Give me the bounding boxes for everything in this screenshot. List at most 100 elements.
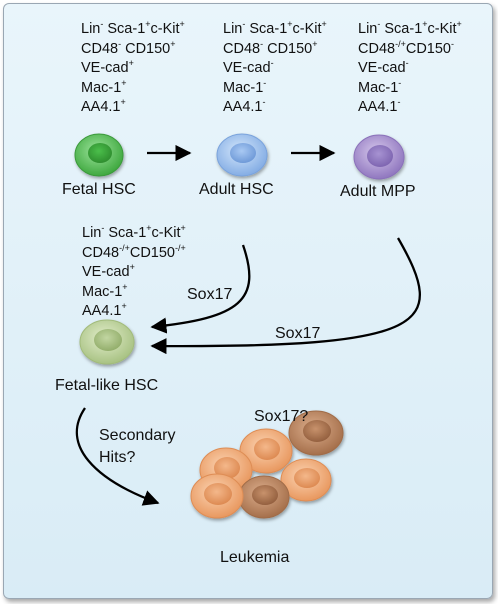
marker-text: Mac-1 <box>358 79 399 96</box>
marker-superscript: -/+ <box>174 242 186 253</box>
marker-superscript: + <box>287 19 293 29</box>
marker-superscript: - <box>262 97 266 107</box>
marker-line: VE-cad+ <box>82 263 186 283</box>
leukemia-label: Leukemia <box>220 549 290 566</box>
marker-line: Mac-1- <box>223 77 327 99</box>
marker-superscript: - <box>263 77 267 88</box>
secondary-hits-line1: Secondary <box>99 427 176 444</box>
marker-line: Mac-1+ <box>82 281 186 303</box>
marker-text: c-Kit <box>427 21 457 37</box>
marker-superscript: + <box>122 281 128 292</box>
marker-text: VE-cad <box>81 60 129 76</box>
marker-text: VE-cad <box>223 60 271 76</box>
marker-superscript: + <box>120 97 126 107</box>
marker-line: CD48-/+CD150-/+ <box>82 242 186 264</box>
marker-line: Lin- Sca-1+c-Kit+ <box>358 20 462 40</box>
marker-superscript: -/+ <box>119 242 130 253</box>
arrow-mpp-to-fetal-like <box>150 237 421 355</box>
fetal-like-hsc-label: Fetal-like HSC <box>55 377 159 394</box>
marker-line: VE-cad+ <box>81 59 185 79</box>
arrow-fetal-like-to-leukemia <box>75 407 160 506</box>
fetal-like-hsc-cell <box>79 319 135 365</box>
marker-superscript: - <box>270 58 274 68</box>
arrow-adult-hsc-to-fetal-like <box>150 244 251 334</box>
marker-text: Lin <box>223 21 243 37</box>
marker-superscript: + <box>129 262 135 272</box>
marker-superscript: - <box>405 58 409 68</box>
marker-superscript: + <box>312 38 318 49</box>
marker-superscript: + <box>170 38 176 49</box>
marker-text: AA4.1 <box>81 99 121 115</box>
marker-superscript: - <box>100 19 104 29</box>
marker-text: Sca-1 <box>245 21 288 37</box>
marker-superscript: + <box>180 223 186 233</box>
marker-text: Mac-1 <box>81 79 122 96</box>
marker-text: AA4.1 <box>358 99 398 115</box>
marker-text: VE-cad <box>358 60 406 76</box>
marker-text: Mac-1 <box>223 79 264 96</box>
marker-superscript: -/+ <box>395 38 406 49</box>
sox17-right-label: Sox17 <box>275 325 321 342</box>
sox17-left-label: Sox17 <box>187 286 233 303</box>
adult-mpp-label: Adult MPP <box>340 183 416 200</box>
marker-line: Mac-1- <box>358 78 462 99</box>
marker-superscript: - <box>118 38 122 49</box>
adult-mpp-markers: Lin- Sca-1+c-Kit+CD48-/+CD150-VE-cad-Mac… <box>358 20 462 118</box>
marker-text: CD48 <box>223 40 261 57</box>
fetal-hsc-label: Fetal HSC <box>62 181 136 198</box>
marker-superscript: + <box>321 19 327 29</box>
marker-superscript: + <box>146 223 152 233</box>
marker-line: VE-cad- <box>223 59 327 79</box>
marker-text: CD48 <box>358 40 396 57</box>
marker-text: c-Kit <box>292 21 322 37</box>
fetal-hsc-cell <box>74 133 124 177</box>
secondary-hits-line2: Hits? <box>99 449 136 466</box>
marker-text: CD48 <box>82 244 120 261</box>
marker-superscript: + <box>422 19 428 29</box>
fetal-hsc-markers: Lin- Sca-1+c-Kit+CD48- CD150+VE-cad+Mac-… <box>81 20 185 118</box>
marker-superscript: - <box>101 223 105 233</box>
marker-text: c-Kit <box>151 225 181 241</box>
adult-mpp-cell <box>353 134 405 180</box>
marker-line: CD48- CD150+ <box>223 38 327 60</box>
marker-text: Sca-1 <box>104 225 147 241</box>
marker-text: c-Kit <box>150 21 180 37</box>
marker-text: AA4.1 <box>82 303 122 319</box>
marker-line: AA4.1+ <box>81 98 185 118</box>
marker-superscript: + <box>145 19 151 29</box>
marker-text: CD150 <box>121 40 171 57</box>
marker-line: CD48-/+CD150- <box>358 38 462 60</box>
marker-text: CD150 <box>405 40 451 57</box>
fetal-like-hsc-markers: Lin- Sca-1+c-Kit+CD48-/+CD150-/+VE-cad+M… <box>82 224 186 322</box>
adult-hsc-markers: Lin- Sca-1+c-Kit+CD48- CD150+VE-cad-Mac-… <box>223 20 327 118</box>
marker-superscript: - <box>260 38 264 49</box>
marker-text: AA4.1 <box>223 99 263 115</box>
marker-superscript: + <box>456 19 462 29</box>
marker-line: AA4.1+ <box>82 302 186 322</box>
marker-superscript: - <box>242 19 246 29</box>
marker-superscript: - <box>377 19 381 29</box>
sox17-question-label: Sox17? <box>254 408 309 425</box>
marker-superscript: + <box>128 58 134 68</box>
marker-line: Mac-1+ <box>81 78 185 99</box>
marker-line: Lin- Sca-1+c-Kit+ <box>82 224 186 244</box>
marker-text: Sca-1 <box>380 21 423 37</box>
marker-line: AA4.1- <box>358 98 462 118</box>
marker-text: CD150 <box>263 40 313 57</box>
marker-superscript: + <box>179 19 185 29</box>
leukemia-cluster <box>190 410 344 519</box>
marker-superscript: - <box>397 97 401 107</box>
marker-line: Lin- Sca-1+c-Kit+ <box>223 20 327 40</box>
marker-text: Mac-1 <box>82 283 123 300</box>
marker-line: CD48- CD150+ <box>81 38 185 60</box>
adult-hsc-cell <box>216 133 268 177</box>
marker-superscript: + <box>121 301 127 311</box>
marker-text: Lin <box>82 225 102 241</box>
marker-line: Lin- Sca-1+c-Kit+ <box>81 20 185 40</box>
adult-hsc-label: Adult HSC <box>199 181 274 198</box>
marker-text: Lin <box>358 21 378 37</box>
marker-line: AA4.1- <box>223 98 327 118</box>
marker-text: Lin <box>81 21 101 37</box>
marker-line: VE-cad- <box>358 59 462 79</box>
